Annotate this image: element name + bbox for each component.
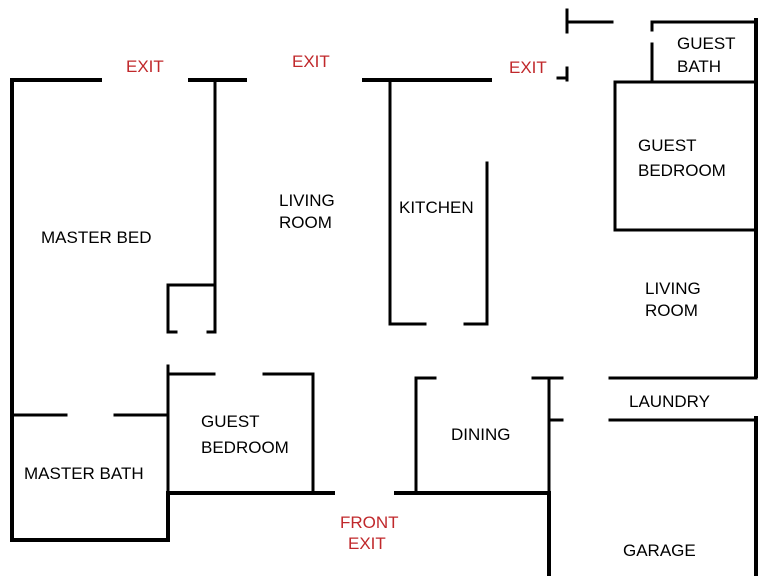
room-label-laundry: LAUNDRY <box>629 392 710 411</box>
room-label-guest-bedroom-left-line2: BEDROOM <box>201 438 289 457</box>
room-label-master-bath: MASTER BATH <box>24 464 144 483</box>
walls <box>10 8 758 576</box>
exit-label-top-left: EXIT <box>126 57 164 76</box>
room-label-master-bed: MASTER BED <box>41 228 152 247</box>
room-label-kitchen: KITCHEN <box>399 198 474 217</box>
room-label-guest-bath-line1: GUEST <box>677 34 736 53</box>
room-label-living-room-right-line1: LIVING <box>645 279 701 298</box>
room-label-garage: GARAGE <box>623 541 696 560</box>
room-label-living-room-center-line1: LIVING <box>279 191 335 210</box>
room-label-guest-bedroom-left-line1: GUEST <box>201 412 260 431</box>
exit-label-top-right: EXIT <box>509 58 547 77</box>
exit-label-top-center: EXIT <box>292 52 330 71</box>
room-label-guest-bedroom-right-line1: GUEST <box>638 136 697 155</box>
room-label-dining: DINING <box>451 425 511 444</box>
room-label-guest-bath-line2: BATH <box>677 57 721 76</box>
room-label-living-room-right-line2: ROOM <box>645 301 698 320</box>
room-label-living-room-center-line2: ROOM <box>279 213 332 232</box>
exit-label-front-line2: EXIT <box>348 534 386 553</box>
exit-label-front-line1: FRONT <box>340 513 399 532</box>
room-label-guest-bedroom-right-line2: BEDROOM <box>638 161 726 180</box>
